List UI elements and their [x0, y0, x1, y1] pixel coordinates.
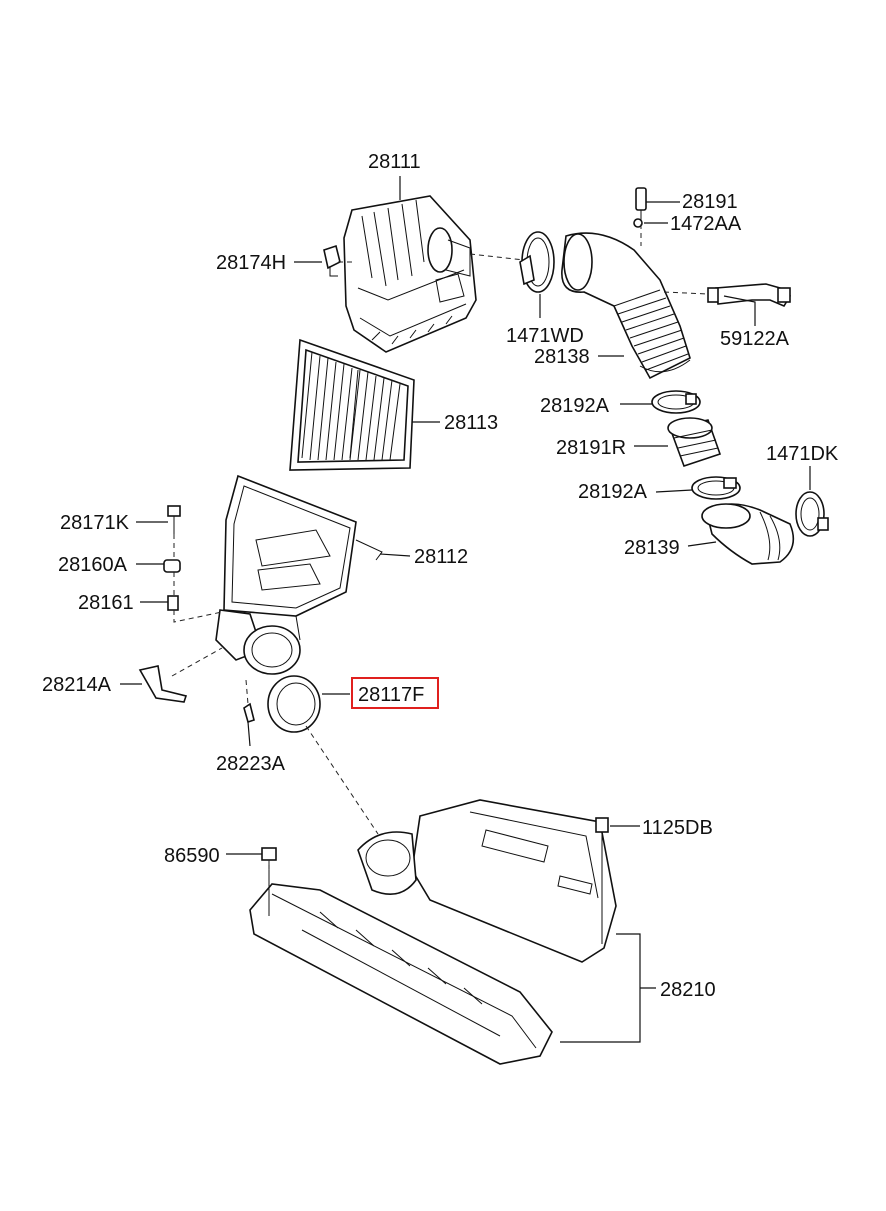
label-28214A[interactable]: 28214A	[42, 674, 112, 696]
resonator-28191R	[667, 417, 722, 468]
label-28171K[interactable]: 28171K	[60, 512, 130, 534]
label-28161[interactable]: 28161	[78, 592, 134, 614]
label-1472AA[interactable]: 1472AA	[670, 213, 742, 235]
label-28112[interactable]: 28112	[414, 546, 468, 568]
air-duct-28210	[249, 799, 617, 1065]
intake-hose-28138	[561, 232, 691, 380]
leader-lines	[120, 176, 811, 1043]
label-28210[interactable]: 28210	[660, 979, 716, 1001]
label-28192A-lower[interactable]: 28192A	[578, 481, 648, 503]
breather-hose-59122A	[707, 283, 792, 308]
label-86590[interactable]: 86590	[164, 845, 220, 867]
label-59122A[interactable]: 59122A	[720, 328, 790, 350]
label-1125DB[interactable]: 1125DB	[642, 817, 713, 839]
bolt-28171K	[167, 505, 181, 534]
upper-cover-28111	[343, 195, 477, 353]
label-28139[interactable]: 28139	[624, 537, 680, 559]
label-28223A[interactable]: 28223A	[216, 753, 286, 775]
label-28117F[interactable]: 28117F	[358, 684, 424, 706]
elbow-hose-28139	[701, 503, 795, 565]
clamp-1471DK	[795, 491, 829, 537]
label-28138[interactable]: 28138	[534, 346, 590, 368]
lower-case-28112	[215, 474, 383, 675]
label-1471DK[interactable]: 1471DK	[766, 443, 839, 465]
ring-28117F	[267, 675, 321, 733]
bracket-28214A	[138, 665, 188, 703]
assembly-guides	[171, 224, 709, 870]
clamp-28192A-lower	[691, 476, 741, 500]
clamp-28192A-upper	[651, 390, 701, 414]
collar-28161	[167, 595, 179, 611]
label-28111[interactable]: 28111	[368, 151, 421, 173]
clamp-1471WD	[519, 231, 555, 293]
label-28113[interactable]: 28113	[444, 412, 498, 434]
label-28192A-upper[interactable]: 28192A	[540, 395, 610, 417]
highlight-box-28117F	[351, 677, 439, 709]
label-28160A[interactable]: 28160A	[58, 554, 128, 576]
label-28174H[interactable]: 28174H	[216, 252, 286, 274]
label-28191R[interactable]: 28191R	[556, 437, 626, 459]
clip-28223A	[243, 702, 255, 724]
filter-element-28113	[289, 338, 415, 471]
clip-28174H	[323, 244, 341, 277]
label-28191[interactable]: 28191	[682, 191, 738, 213]
label-1471WD[interactable]: 1471WD	[506, 325, 584, 347]
sensor-28191	[633, 187, 647, 228]
bushing-28160A	[163, 559, 181, 573]
part-labels: 28111 28174H 28191 1472AA 1471WD 28138 5…	[42, 151, 839, 1001]
